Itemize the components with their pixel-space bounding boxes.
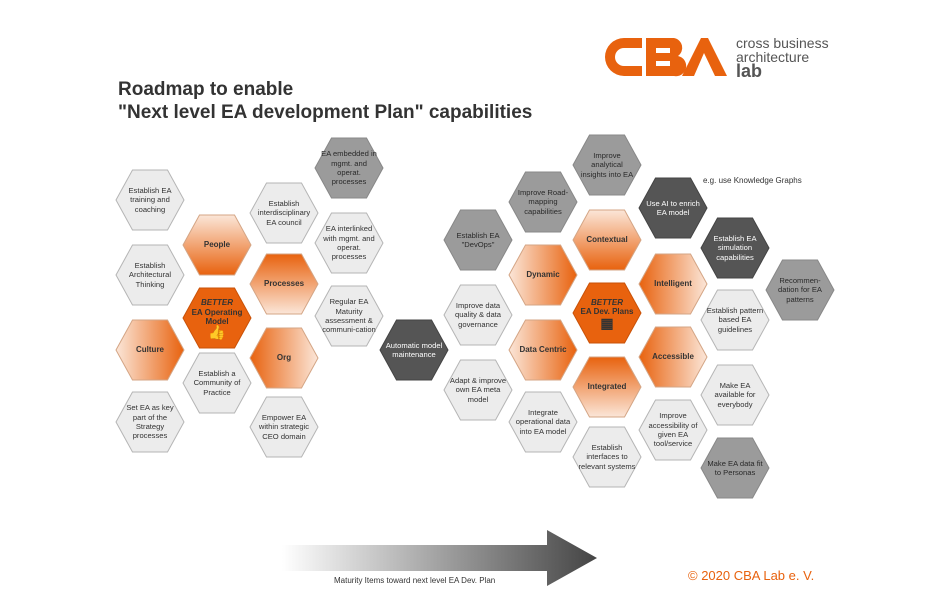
capability-hex-establish-ea-simulation-capabilities: Establish EA simulation capabilities xyxy=(700,217,770,279)
hex-label: Use AI to enrich EA model xyxy=(646,198,700,217)
hex-label: Improve data quality & data governance xyxy=(454,300,501,329)
hex-label: Contextual xyxy=(586,235,628,245)
capability-hex-improve-data-quality-data-governance: Improve data quality & data governance xyxy=(443,284,513,346)
hex-label: Automatic model maintenance xyxy=(385,340,443,359)
hex-label: Empower EA within strategic CEO domain xyxy=(258,412,310,441)
capability-hex-establish-interfaces-to-relevant-systems: Establish interfaces to relevant systems xyxy=(572,426,642,488)
hex-label: Improve Road-mapping capabilities xyxy=(517,187,569,216)
capability-hex-use-ai-to-enrich-ea-model: Use AI to enrich EA model xyxy=(638,177,708,239)
capability-hex-establish-interdisciplinary-ea-council: Establish interdisciplinary EA council xyxy=(249,182,319,244)
hex-label: Culture xyxy=(136,345,164,355)
capability-hex-automatic-model-maintenance: Automatic model maintenance xyxy=(379,319,449,381)
hex-label: Make EA data fit to Personas xyxy=(707,458,763,477)
hex-label: Improve accessibility of given EA tool/s… xyxy=(648,411,698,449)
hex-label: Regular EA Maturity assessment & communi… xyxy=(322,297,376,335)
capability-hex-improve-road-mapping-capabilities: Improve Road-mapping capabilities xyxy=(508,171,578,233)
dimension-hex-integrated: Integrated xyxy=(572,356,642,418)
dimension-hex-org: Org xyxy=(249,327,319,389)
logo-line-3: lab xyxy=(736,61,763,81)
hex-label: Establish EA "DevOps" xyxy=(456,230,500,249)
hex-label: Intelligent xyxy=(654,279,692,289)
maturity-arrow xyxy=(282,530,597,586)
dimension-hex-people: People xyxy=(182,214,252,276)
dimension-hex-processes: Processes xyxy=(249,253,319,315)
hex-label: Make EA available for everybody xyxy=(714,380,756,409)
hex-label: Set EA as key part of the Strategy proce… xyxy=(126,403,174,441)
copyright: © 2020 CBA Lab e. V. xyxy=(688,568,815,583)
center-title: EA Operating Model xyxy=(191,307,243,326)
capability-hex-make-ea-available-for-everybody: Make EA available for everybody xyxy=(700,364,770,426)
hex-label: Establish interfaces to relevant systems xyxy=(578,442,636,471)
capability-hex-improve-accessibility-of-given-ea-tool-s: Improve accessibility of given EA tool/s… xyxy=(638,399,708,461)
center-emphasis: BETTER xyxy=(201,298,233,308)
hex-label: Establish a Community of Practice xyxy=(193,368,241,397)
hex-label: Integrate operational data into EA model xyxy=(515,407,571,436)
hex-label: Adapt & improve own EA meta model xyxy=(449,375,507,404)
capability-hex-recommen-dation-for-ea-patterns: Recommen-dation for EA patterns xyxy=(765,259,835,321)
capability-hex-regular-ea-maturity-assessment-communi-c: Regular EA Maturity assessment & communi… xyxy=(314,285,384,347)
capability-hex-ea-interlinked-with-mgmt-and-operat-proc: EA interlinked with mgmt. and operat. pr… xyxy=(314,212,384,274)
hex-label: Accessible xyxy=(652,352,694,362)
hex-label: Establish EA training and coaching xyxy=(128,185,172,214)
capability-hex-integrate-operational-data-into-ea-model: Integrate operational data into EA model xyxy=(508,391,578,453)
center-emphasis: BETTER xyxy=(591,297,623,307)
hex-label: EA embedded in mgmt. and operat. process… xyxy=(321,149,377,187)
dimension-hex-culture: Culture xyxy=(115,319,185,381)
hex-label: Org xyxy=(276,353,292,363)
hex-label: People xyxy=(203,240,231,250)
title-line-1: Roadmap to enable xyxy=(118,79,294,100)
thumbs-up-icon: 👍 xyxy=(208,324,226,341)
logo-line-1: cross business xyxy=(736,35,829,51)
dimension-hex-contextual: Contextual xyxy=(572,209,642,271)
logo-line-2: architecture xyxy=(736,49,810,65)
slide-title: Roadmap to enable "Next level EA develop… xyxy=(118,78,532,124)
dimension-hex-dynamic: Dynamic xyxy=(508,244,578,306)
capability-hex-establish-a-community-of-practice: Establish a Community of Practice xyxy=(182,352,252,414)
capability-hex-empower-ea-within-strategic-ceo-domain: Empower EA within strategic CEO domain xyxy=(249,396,319,458)
title-line-2: "Next level EA development Plan" capabil… xyxy=(118,102,533,123)
hex-label: Establish Architectural Thinking xyxy=(128,260,172,289)
dimension-hex-accessible: Accessible xyxy=(638,326,708,388)
dimension-hex-intelligent: Intelligent xyxy=(638,253,708,315)
dimension-hex-data-centric: Data Centric xyxy=(508,319,578,381)
center-title: EA Dev. Plans xyxy=(580,307,634,317)
hex-label: Improve analytical insights into EA xyxy=(580,150,634,179)
capability-hex-make-ea-data-fit-to-personas: Make EA data fit to Personas xyxy=(700,437,770,499)
capability-hex-establish-ea-devops: Establish EA "DevOps" xyxy=(443,209,513,271)
capability-hex-adapt-improve-own-ea-meta-model: Adapt & improve own EA meta model xyxy=(443,359,513,421)
arrow-caption: Maturity Items toward next level EA Dev.… xyxy=(334,576,496,585)
hex-label: Data Centric xyxy=(519,345,567,355)
hex-label: Recommen-dation for EA patterns xyxy=(778,275,822,304)
hex-label: Establish pattern based EA guidelines xyxy=(706,305,764,334)
capability-hex-improve-analytical-insights-into-ea: Improve analytical insights into EA xyxy=(572,134,642,196)
stacked-blocks-icon: ▦ xyxy=(600,314,614,331)
hex-label: Establish EA simulation capabilities xyxy=(713,233,757,262)
knowledge-graphs-note: e.g. use Knowledge Graphs xyxy=(703,176,802,185)
hex-label: Integrated xyxy=(587,382,627,392)
capability-hex-ea-embedded-in-mgmt-and-operat-processes: EA embedded in mgmt. and operat. process… xyxy=(314,137,384,199)
capability-hex-establish-architectural-thinking: Establish Architectural Thinking xyxy=(115,244,185,306)
capability-hex-establish-pattern-based-ea-guidelines: Establish pattern based EA guidelines xyxy=(700,289,770,351)
logo-text: cross business architecture lab xyxy=(736,35,829,81)
hex-label: Dynamic xyxy=(526,270,560,280)
hex-label: Processes xyxy=(263,279,305,289)
capability-hex-set-ea-as-key-part-of-the-strategy-proce: Set EA as key part of the Strategy proce… xyxy=(115,391,185,453)
hex-label: EA interlinked with mgmt. and operat. pr… xyxy=(323,224,375,262)
hex-label: Establish interdisciplinary EA council xyxy=(257,198,311,227)
cba-logo xyxy=(604,36,728,83)
capability-hex-establish-ea-training-and-coaching: Establish EA training and coaching xyxy=(115,169,185,231)
